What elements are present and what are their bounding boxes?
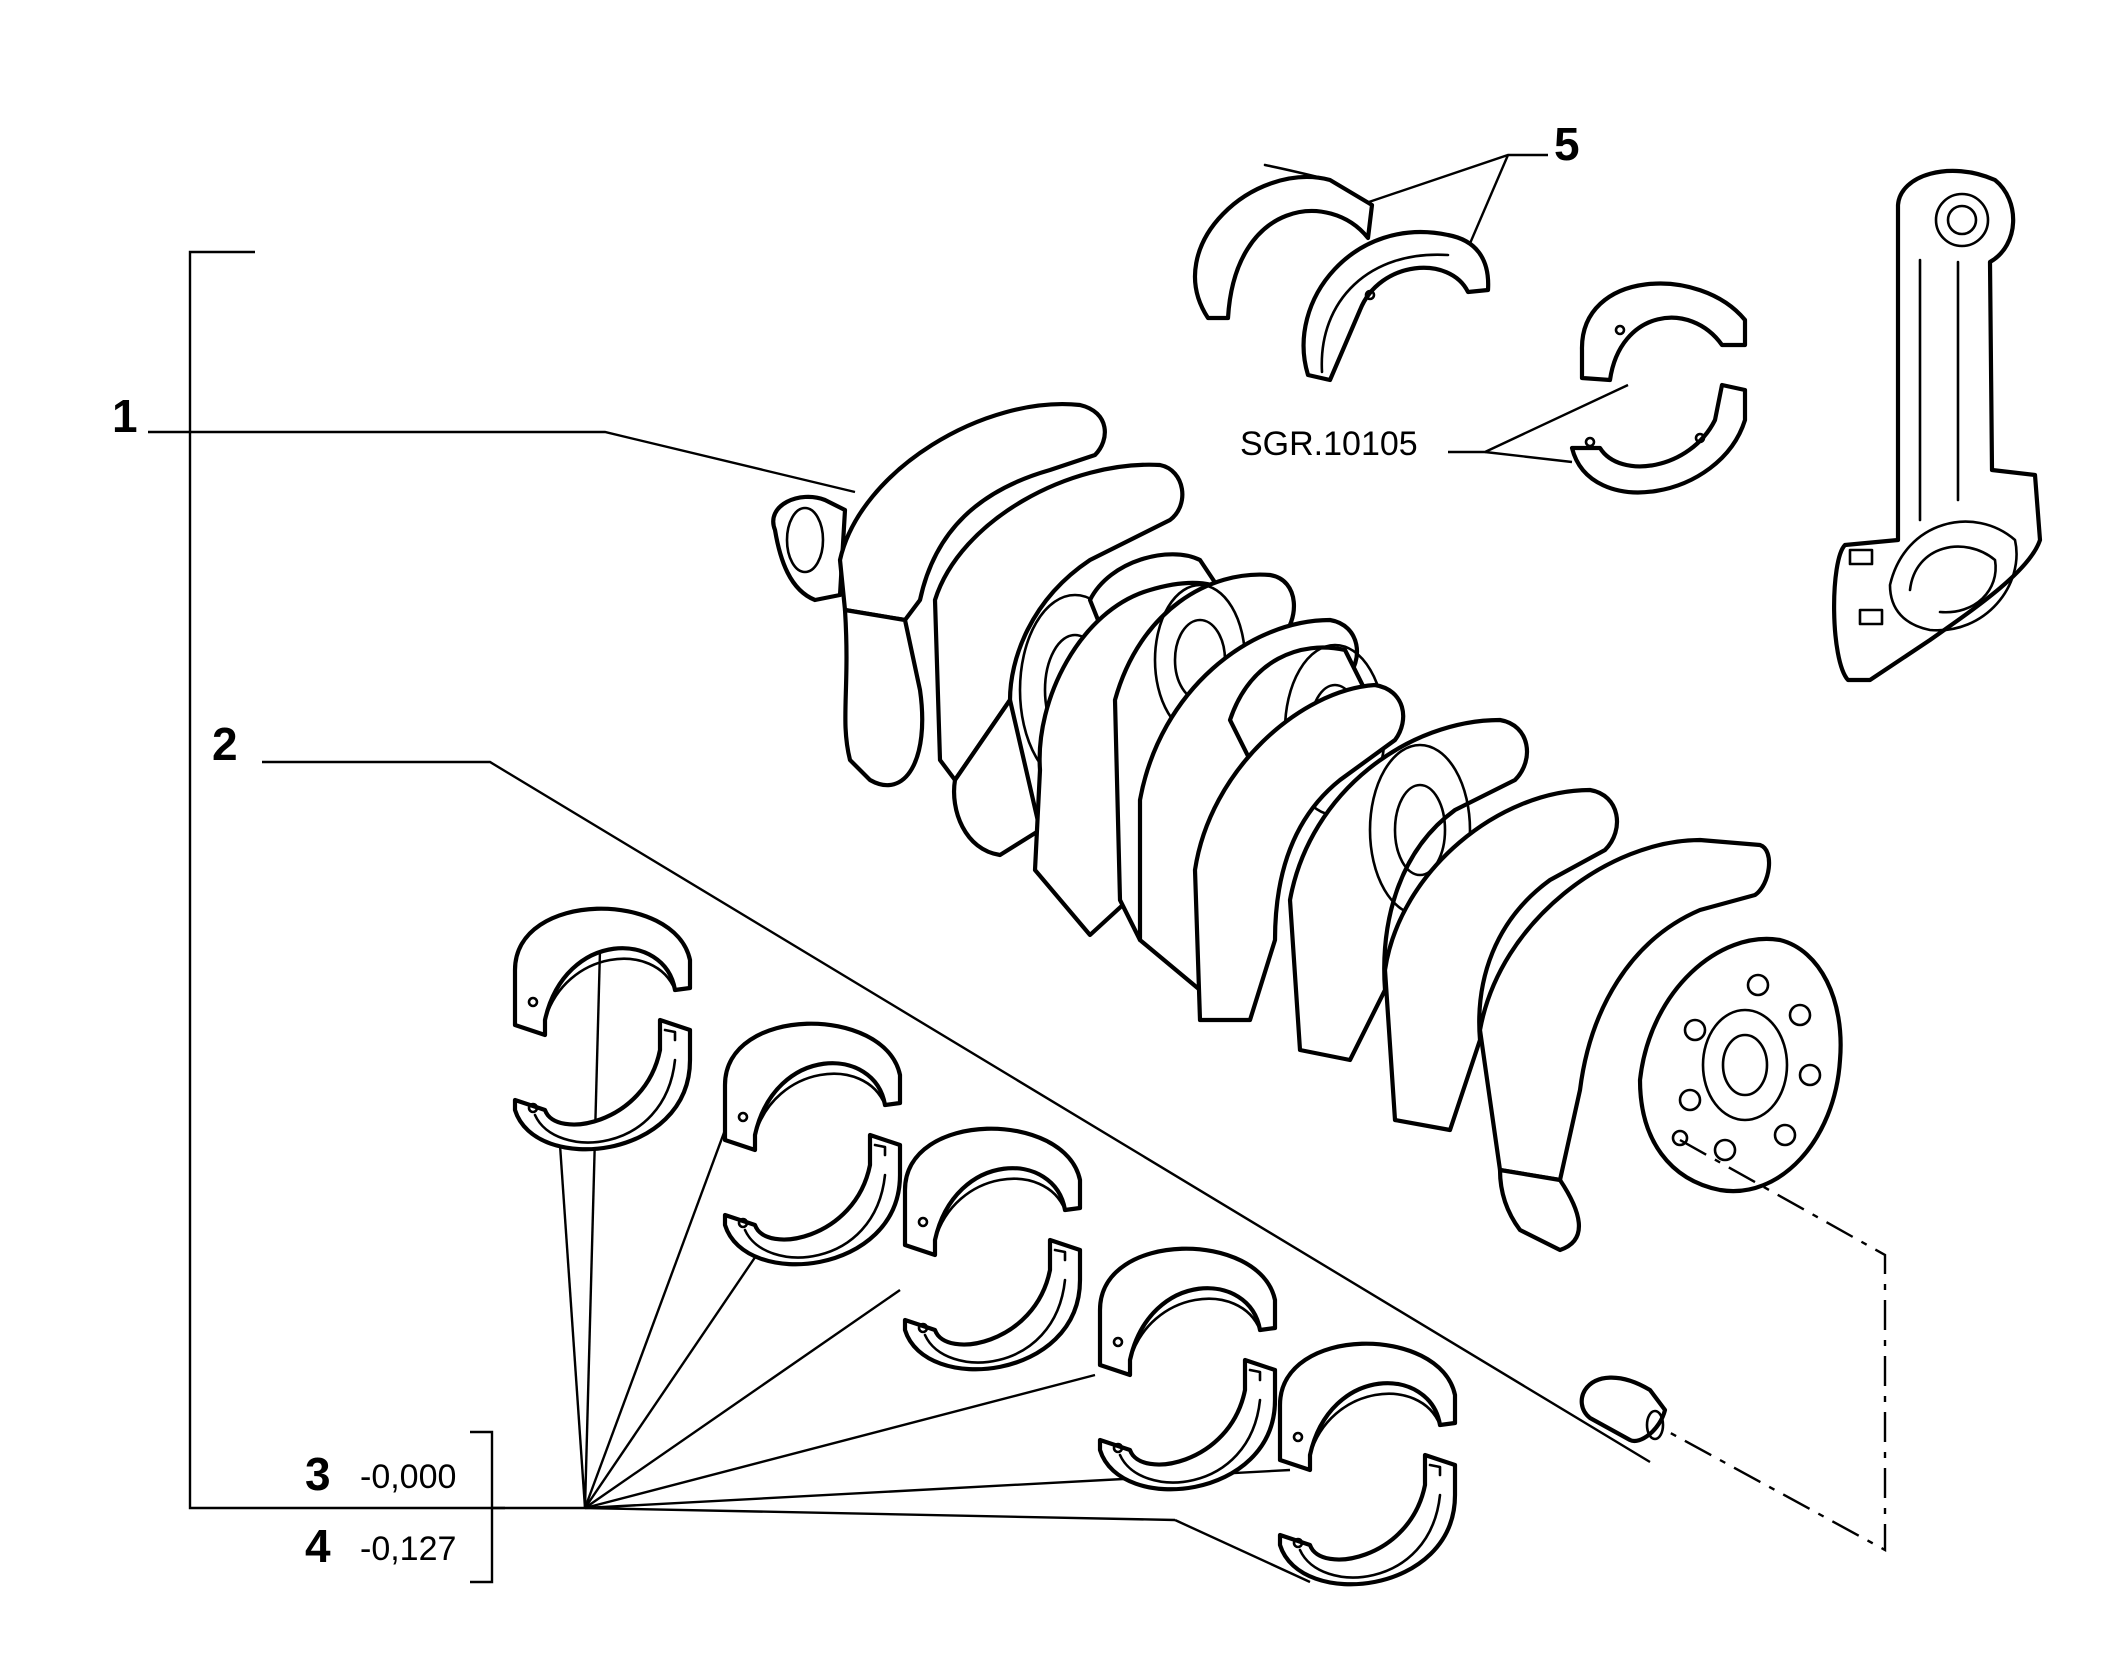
main-bearing-pair-2 (725, 1024, 900, 1265)
callout-4-size: -0,127 (360, 1530, 456, 1568)
callout-2: 2 (212, 718, 1651, 1464)
dowel-pin (1579, 1375, 1668, 1444)
sgr-leader-a (1448, 383, 1629, 454)
callout-5-label: 5 (1554, 118, 1580, 170)
thrust-washer-lower (1301, 230, 1491, 383)
callout-2-leader (262, 760, 1651, 1464)
callout-3-size: -0,000 (360, 1458, 456, 1496)
callout-1: 1 (112, 390, 856, 494)
callout-4-label: 4 (305, 1520, 331, 1572)
subgroup-reference-label: SGR.10105 (1240, 425, 1418, 463)
thrust-washer-upper (1193, 163, 1375, 321)
crankshaft (771, 402, 1843, 1253)
main-bearing-pair-3 (905, 1129, 1080, 1370)
callout-4: 4 -0,127 (305, 1520, 456, 1572)
callout-1-label: 1 (112, 390, 138, 442)
conrod-bearing-shells (1569, 281, 1748, 495)
main-bearing-pair-5 (1280, 1344, 1455, 1585)
subgroup-reference: SGR.10105 (1240, 383, 1629, 464)
main-bearing-pair-1 (515, 909, 690, 1150)
bearing-leader-fan (558, 949, 1311, 1584)
callout-1-leader (148, 430, 856, 494)
callout-2-label: 2 (212, 718, 238, 770)
sgr-leader-b (1484, 450, 1573, 464)
callout-3-label: 3 (305, 1448, 331, 1500)
assembly-bracket (188, 250, 505, 1510)
callout-3: 3 -0,000 (305, 1448, 456, 1500)
dowel-centerline (1664, 1138, 1887, 1553)
main-bearing-pair-4 (1100, 1249, 1275, 1490)
callout-5-leader-a (1359, 153, 1548, 207)
connecting-rod (1832, 168, 2043, 683)
